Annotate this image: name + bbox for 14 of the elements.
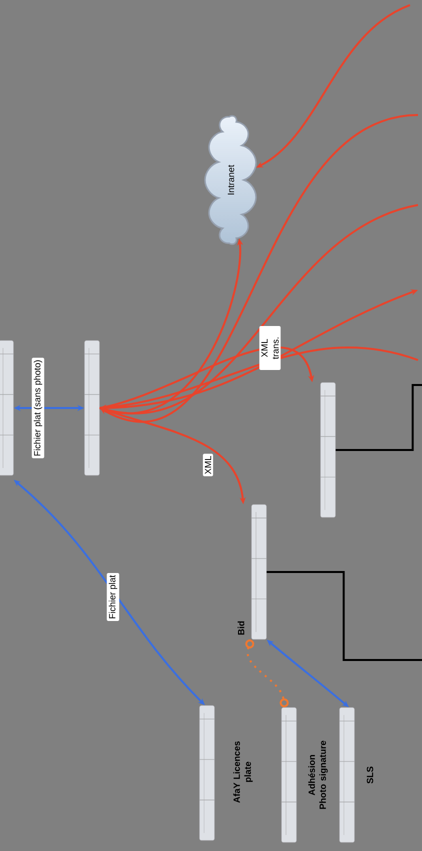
server-label: Adhésion Photo signature bbox=[308, 740, 328, 809]
server-label: SLS bbox=[366, 766, 374, 784]
edge-label: XML trans. bbox=[259, 326, 281, 370]
connector bbox=[266, 571, 422, 661]
server-rack bbox=[84, 340, 100, 476]
server-label: AfaY Licences plate bbox=[233, 741, 253, 803]
connector bbox=[245, 639, 289, 708]
connector bbox=[336, 384, 422, 451]
arrow bbox=[99, 346, 314, 409]
server-rack bbox=[320, 382, 336, 518]
edge-label: Fichier plat (sans photo) bbox=[32, 358, 44, 458]
server-rack bbox=[0, 340, 14, 476]
edge-label: Fichier plat bbox=[106, 573, 120, 621]
server-label: Bid bbox=[238, 621, 244, 635]
